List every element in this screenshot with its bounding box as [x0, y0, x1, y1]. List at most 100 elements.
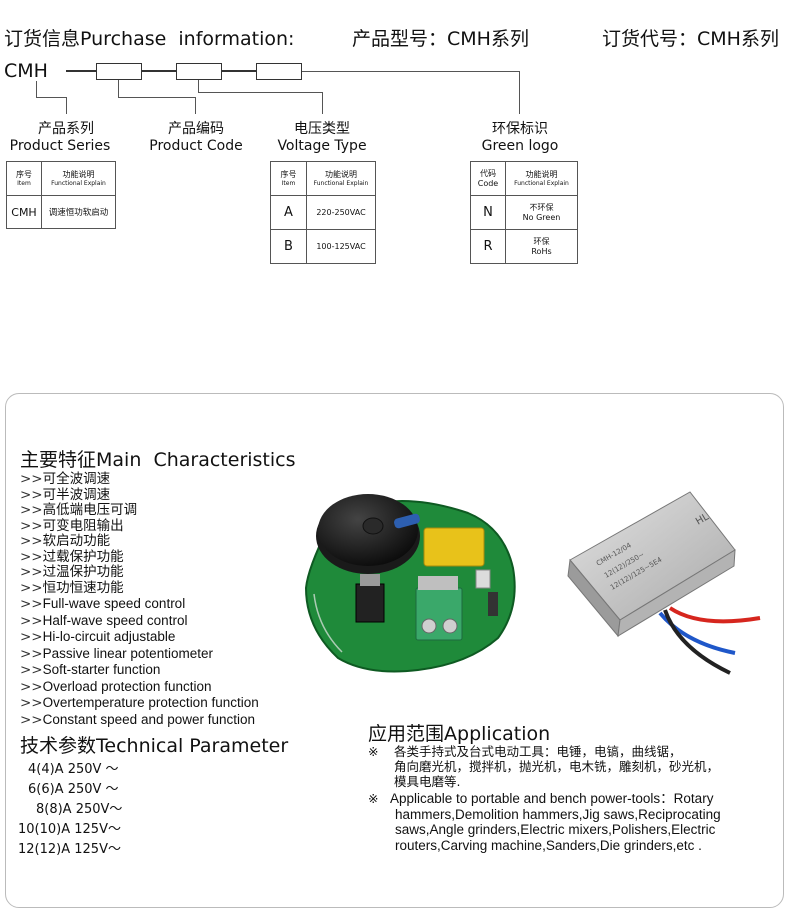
purchase-info-title-en: Purchase information: [80, 28, 289, 50]
voltage-desc-cell: 100-125VAC: [306, 229, 376, 264]
table-row: B 100-125VAC: [270, 229, 376, 264]
feature-text: 过载保护功能: [42, 548, 124, 565]
parameter-item: 4(4)A 250V ～: [28, 762, 119, 777]
product-series-label-en: Product Series: [9, 138, 111, 154]
main-characteristics-title-cn: 主要特征: [20, 449, 97, 471]
voltage-type-label-cn: 电压类型: [294, 121, 350, 137]
table-head-item-en: Item: [281, 179, 296, 187]
product-series-label-cn: 产品系列: [38, 121, 94, 137]
bullet-arrow-icon: >>: [20, 471, 43, 487]
wire-red: [668, 606, 761, 624]
feature-item: >>Constant speed and power function: [20, 712, 259, 729]
feature-text: 软启动功能: [42, 533, 111, 549]
connector-line: [36, 81, 37, 98]
feature-text: Soft-starter function: [42, 662, 161, 677]
feature-item: >>软启动功能: [20, 533, 259, 550]
table-head-func-cn: 功能说明: [62, 169, 95, 179]
terminal-block: [415, 587, 463, 641]
feature-text: Full-wave speed control: [42, 596, 186, 611]
product-code-label-cn: 产品编码: [168, 121, 224, 137]
green-desc-cn: 环保: [533, 236, 550, 246]
feature-text: 高低端电压可调: [42, 502, 138, 518]
technical-parameter-title-cn: 技术参数: [20, 735, 97, 757]
parameter-item: 12(12)A 125V～: [18, 842, 121, 857]
application-title-cn: 应用范围: [368, 723, 445, 745]
connector-line: [198, 80, 199, 93]
table-head-func-cn: 功能说明: [525, 169, 558, 179]
table-head-func-en: Functional Explain: [51, 179, 106, 187]
technical-parameter-title: 技术参数Technical Parameter: [20, 731, 288, 758]
feature-text: Hi-lo-circuit adjustable: [42, 629, 176, 644]
feature-item: >>可半波调速: [20, 486, 259, 504]
green-code-cell: N: [470, 195, 506, 230]
main-characteristics-title-en: Main Characteristics: [96, 449, 296, 471]
voltage-type-label-en: Voltage Type: [277, 138, 367, 154]
feature-item: >>可全波调速: [20, 471, 259, 488]
application-title: 应用范围Application: [368, 719, 550, 746]
feature-item: >>Overload protection function: [20, 679, 259, 696]
bullet-arrow-icon: >>: [20, 548, 43, 565]
connector-line: [198, 92, 323, 93]
feature-item: >>Soft-starter function: [20, 662, 259, 679]
code-box-product-code: [176, 63, 222, 80]
feature-text: Overtemperature protection function: [42, 695, 259, 710]
parameter-item: 6(6)A 250V ～: [28, 782, 119, 797]
parameter-item: 8(8)A 250V～: [36, 802, 123, 817]
connector-line: [195, 97, 196, 114]
table-head-func-en: Functional Explain: [514, 179, 569, 187]
table-head-item-cn: 序号: [280, 169, 297, 179]
bullet-arrow-icon: >>: [20, 579, 43, 596]
product-code-label-en: Product Code: [149, 138, 243, 154]
application-en-text: Applicable to portable and bench power-t…: [390, 791, 721, 853]
application-en-line: saws,Angle grinders,Electric mixers,Poli…: [395, 822, 716, 837]
capacitor: [423, 527, 485, 567]
green-desc-en: RoHs: [531, 246, 552, 256]
feature-item: >>高低端电压可调: [20, 502, 259, 519]
feature-item: >>过温保护功能: [20, 564, 259, 581]
sealed-module-image: HL CMH-12/04 12(12)/250~ 12(12)/125~5E4: [567, 491, 761, 675]
feature-list: >>可全波调速>>可半波调速>>高低端电压可调>>可变电阻输出>>软启动功能>>…: [20, 471, 259, 729]
bullet-arrow-icon: >>: [20, 533, 43, 549]
bullet-arrow-icon: >>: [20, 662, 43, 678]
code-box-series: [96, 63, 142, 80]
table-head-func-cn: 功能说明: [325, 169, 357, 179]
bullet-arrow-icon: >>: [20, 502, 43, 518]
pcb-board-image: [304, 494, 516, 673]
connector-line: [118, 97, 196, 98]
table-head-item-en: Code: [477, 178, 499, 188]
bullet-arrow-icon: >>: [20, 695, 43, 711]
connector-line: [302, 71, 520, 72]
application-en-line: hammers,Demolition hammers,Jig saws,Reci…: [395, 806, 721, 822]
feature-text: Overload protection function: [42, 678, 212, 694]
application-en-mark: ※: [368, 791, 379, 806]
bullet-arrow-icon: >>: [20, 564, 43, 580]
application-title-en: Application: [444, 723, 551, 745]
feature-text: Half-wave speed control: [42, 612, 188, 628]
voltage-code-cell: A: [270, 195, 307, 230]
connector-line: [66, 97, 67, 114]
table-head-func-en: Functional Explain: [313, 179, 369, 187]
application-cn-mark: ※: [368, 744, 379, 759]
feature-item: >>Hi-lo-circuit adjustable: [20, 629, 259, 646]
bullet-arrow-icon: >>: [20, 678, 43, 695]
purchase-info-title: 订货信息Purchase information:: [4, 24, 294, 51]
code-dash: [66, 70, 96, 72]
voltage-code-cell: B: [270, 229, 307, 264]
green-logo-label-en: Green logo: [481, 138, 559, 154]
feature-item: >>Passive linear potentiometer: [20, 646, 259, 663]
green-code-cell: R: [470, 229, 506, 264]
feature-item: >>Full-wave speed control: [20, 596, 259, 613]
feature-text: 可半波调速: [42, 486, 111, 503]
feature-item: >>Overtemperature protection function: [20, 695, 259, 712]
model-label: 产品型号：CMH系列: [352, 28, 529, 50]
bullet-arrow-icon: >>: [20, 486, 43, 503]
feature-text: Passive linear potentiometer: [42, 645, 213, 661]
main-characteristics-title: 主要特征Main Characteristics: [20, 445, 296, 472]
code-dash: [142, 70, 176, 72]
bullet-arrow-icon: >>: [20, 629, 43, 645]
feature-item: >>Half-wave speed control: [20, 613, 259, 630]
technical-parameter-title-en: Technical Parameter: [96, 735, 289, 757]
